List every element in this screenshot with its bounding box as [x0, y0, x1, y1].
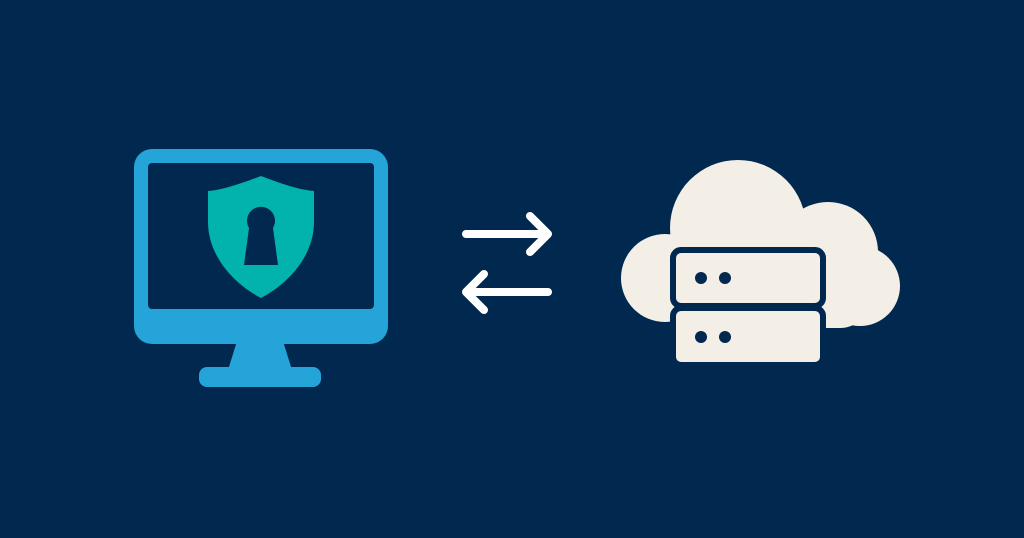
monitor-stand-base	[199, 367, 321, 387]
server-light	[719, 272, 731, 284]
server-unit-bottom	[670, 305, 826, 368]
monitor-stand-neck	[228, 338, 292, 370]
keyhole-icon	[244, 206, 278, 265]
arrow-right-icon	[462, 212, 552, 256]
server-light	[695, 272, 707, 284]
connection-arrows	[462, 212, 552, 314]
cloud-server-node	[621, 160, 900, 368]
server-light	[719, 331, 731, 343]
arrow-left-icon	[462, 270, 552, 314]
secure-computer-node	[134, 149, 388, 387]
server-light	[695, 331, 707, 343]
server-icon	[670, 247, 826, 368]
